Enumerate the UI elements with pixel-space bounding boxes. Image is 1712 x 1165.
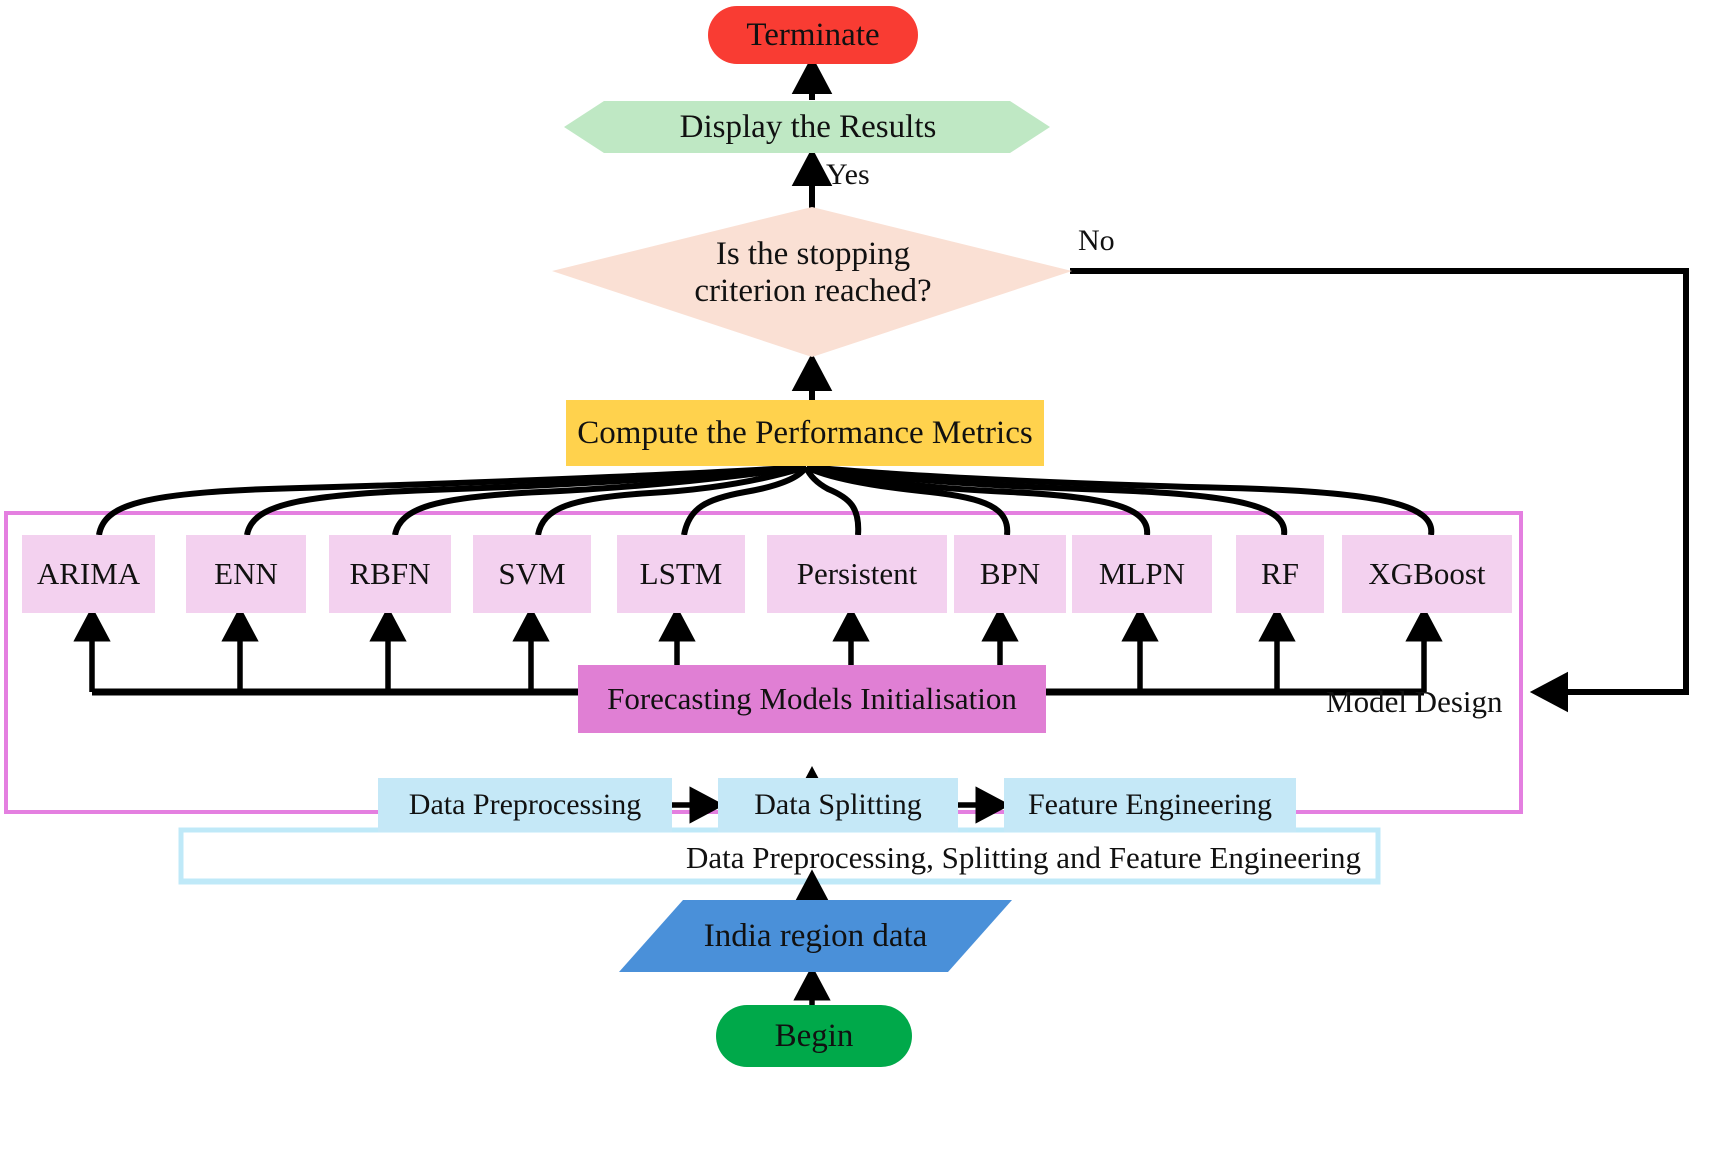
compute-metrics-label: Compute the Performance Metrics [577,414,1033,451]
decision-label-line2: criterion reached? [694,273,932,309]
edge-model-5-to-metrics [803,465,862,536]
model-label: SVM [498,555,566,591]
model-label: ARIMA [36,555,141,591]
terminate-node[interactable]: Terminate [708,6,918,64]
forecasting-models-initialisation-node[interactable]: Forecasting Models Initialisation [578,665,1046,733]
data-pipeline-caption-text: Data Preprocessing, Splitting and Featur… [686,840,1361,875]
decision-diamond [552,207,1072,357]
edge-label-yes: Yes [826,158,870,192]
edge-decision-no-feedback [1070,268,1689,713]
model-box-bpn[interactable]: BPN [954,535,1066,613]
edge-model-9-to-metrics [806,464,1435,536]
model-label: MLPN [1098,555,1186,591]
terminate-label: Terminate [746,16,880,53]
model-box-mlpn[interactable]: MLPN [1072,535,1212,613]
model-box-persistent[interactable]: Persistent [767,535,947,613]
model-label: Persistent [796,555,918,591]
edge-model-8-to-metrics [806,464,1288,536]
model-label: LSTM [639,555,723,591]
india-region-data-label: India region data [703,917,928,954]
model-label: ENN [214,555,278,591]
display-results-hexagon-tip [1010,101,1050,153]
edge-label-no: No [1078,224,1115,258]
model-label: RBFN [349,555,431,591]
edge-model-6-to-metrics [805,464,1011,536]
model-box-rbfn[interactable]: RBFN [329,535,451,613]
model-box-enn[interactable]: ENN [186,535,306,613]
decision-node[interactable]: Is the stopping criterion reached? [620,230,1006,316]
yes-text: Yes [826,158,870,191]
india-region-data-parallelogram [619,900,1012,972]
model-box-xgboost[interactable]: XGBoost [1342,535,1512,613]
decision-label-line1: Is the stopping [715,236,911,273]
model-box-svm[interactable]: SVM [473,535,591,613]
display-results-node[interactable]: Display the Results [564,100,1052,154]
india-region-data-node[interactable]: India region data [619,900,1012,972]
model-label: XGBoost [1368,555,1486,591]
model-box-rf[interactable]: RF [1236,535,1324,613]
model-label: RF [1261,555,1299,591]
edge-model-4-to-metrics [681,465,809,536]
begin-label: Begin [774,1017,854,1054]
model-label: BPN [979,555,1041,591]
data-step-feature-engineering[interactable]: Feature Engineering [1004,778,1296,832]
model-design-caption-text: Model Design [1326,684,1503,719]
no-text: No [1078,224,1115,257]
data-pipeline-caption: Data Preprocessing, Splitting and Featur… [686,840,1361,876]
model-box-arima[interactable]: ARIMA [22,535,155,613]
edge-model-2-to-metrics [392,464,807,536]
model-box-lstm[interactable]: LSTM [617,535,745,613]
model-design-caption: Model Design [1326,684,1503,720]
data-step-label: Data Preprocessing [408,788,642,822]
data-step-label: Feature Engineering [1027,788,1273,822]
data-step-splitting[interactable]: Data Splitting [718,778,958,832]
edge-model-3-to-metrics [535,464,807,536]
begin-node[interactable]: Begin [716,1005,912,1067]
edge-model-1-to-metrics [244,464,807,536]
data-step-preprocessing[interactable]: Data Preprocessing [378,778,672,832]
data-step-label: Data Splitting [754,788,922,822]
display-results-hexagon-tip-left [564,101,604,153]
compute-metrics-node[interactable]: Compute the Performance Metrics [566,400,1044,466]
display-results-hexagon [604,101,1010,153]
forecasting-init-label: Forecasting Models Initialisation [607,680,1017,716]
display-results-label: Display the Results [679,108,937,145]
